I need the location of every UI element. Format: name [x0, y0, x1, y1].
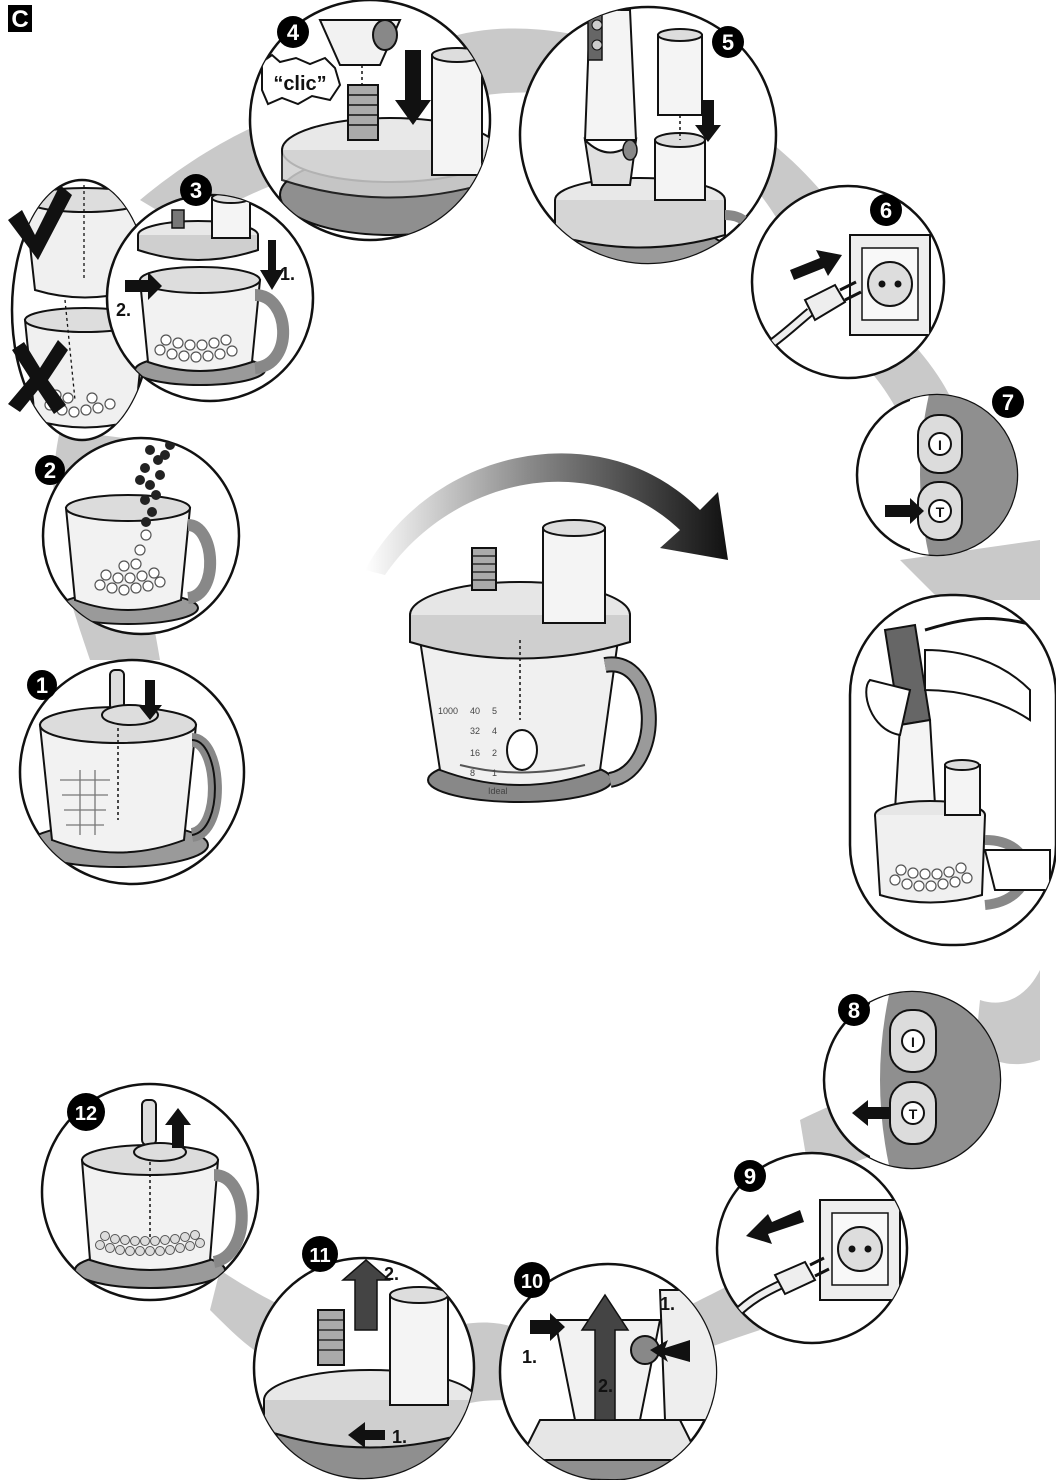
step-3-number: 3 [190, 178, 202, 203]
step-3-sublabel-2: 2. [116, 300, 131, 320]
step-7-number: 7 [1002, 390, 1014, 415]
operation-panel [850, 595, 1056, 945]
section-letter: C [11, 6, 28, 33]
step-1-panel: 1 [20, 660, 244, 884]
step-10-number: 10 [521, 1271, 543, 1293]
step-11-sublabel-2: 2. [384, 1264, 399, 1284]
step-1-number: 1 [36, 673, 48, 698]
step-11-panel: 11 1. 2. [254, 1236, 478, 1480]
jug-marking-2: 40 [470, 706, 480, 716]
step-10-sublabel-1b: 1. [660, 1294, 675, 1314]
step-3-sublabel-1: 1. [280, 264, 295, 284]
step-8-number: 8 [848, 998, 860, 1023]
step-3-panel: 3 1. 2. [107, 174, 313, 401]
step-9-number: 9 [744, 1164, 756, 1189]
step-7-panel: I T 7 [857, 386, 1024, 560]
step-4-number: 4 [287, 20, 300, 45]
step-6-panel: 6 [752, 186, 944, 378]
jug-marking-1: 1000 [438, 706, 458, 716]
step-11-number: 11 [309, 1245, 330, 1267]
step-5-panel: 5 [520, 7, 776, 275]
step-10-sublabel-1a: 1. [522, 1347, 537, 1367]
step-4-sound-text: “clic” [273, 73, 326, 95]
step-6-number: 6 [880, 198, 892, 223]
section-label: C [8, 5, 32, 33]
jug-marking-6: 16 [470, 748, 480, 758]
jug-marking-3: 5 [492, 706, 497, 716]
step-5-number: 5 [722, 30, 734, 55]
step-12-panel: 12 [42, 1084, 258, 1300]
jug-marking-4: 32 [470, 726, 480, 736]
jug-marking-10: Ideal [488, 786, 508, 796]
step-9-panel: 9 [717, 1153, 907, 1343]
step-10-sublabel-2: 2. [598, 1376, 613, 1396]
jug-marking-7: 2 [492, 748, 497, 758]
jug-marking-9: 1 [492, 768, 497, 778]
step-8-button-i: I [911, 1034, 915, 1050]
jug-marking-5: 4 [492, 726, 497, 736]
step-12-number: 12 [75, 1103, 97, 1125]
step-2-number: 2 [44, 458, 56, 483]
step-7-button-i: I [938, 437, 942, 453]
jug-marking-8: 8 [470, 768, 475, 778]
center-food-processor: 1000 40 5 32 4 16 2 8 1 Ideal [410, 520, 649, 802]
step-7-button-t: T [936, 504, 945, 520]
step-11-sublabel-1: 1. [392, 1427, 407, 1447]
step-10-panel: 10 1. 1. 2. [500, 1262, 720, 1480]
step-8-button-t: T [909, 1106, 918, 1122]
